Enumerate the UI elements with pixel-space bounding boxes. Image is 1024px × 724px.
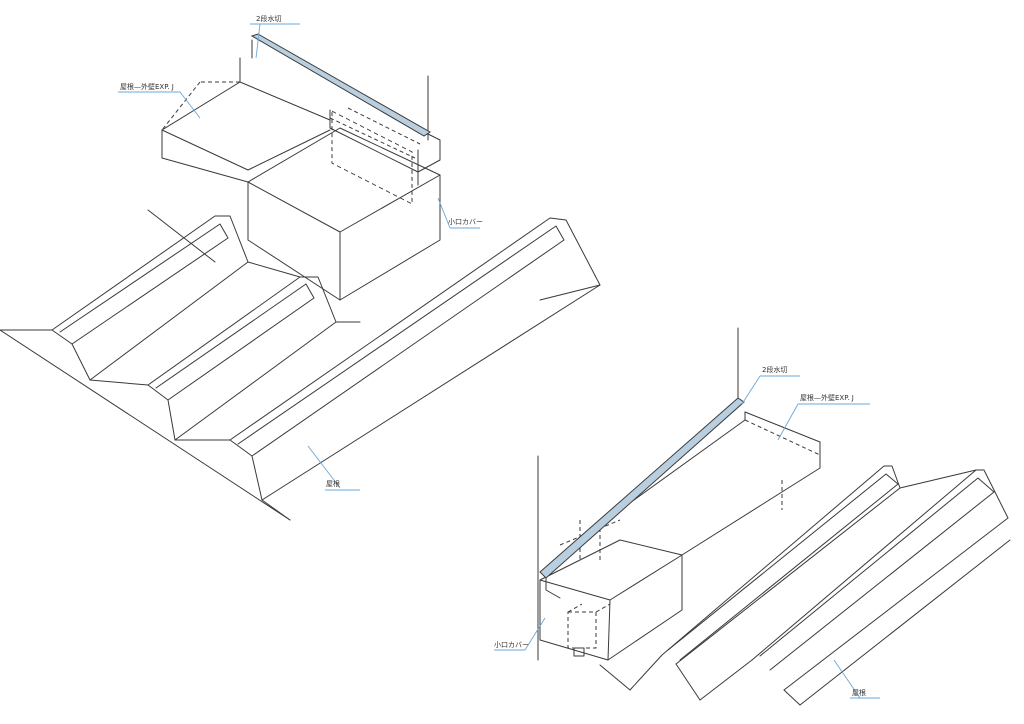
bot-expj-label: 屋根—外壁EXP. J — [800, 393, 854, 402]
bot-flashing-strip — [539, 397, 745, 579]
top-main-block — [247, 127, 441, 301]
bot-annotations: 2段水切 屋根—外壁EXP. J 小口カバー 屋根 — [494, 365, 880, 699]
bot-front-block — [539, 519, 683, 661]
bot-flashing-label: 2段水切 — [762, 365, 787, 374]
top-detail: 2段水切 屋根—外壁EXP. J 小口カバー 屋根 — [0, 14, 601, 521]
top-roof-ribs — [0, 209, 601, 521]
top-flashing-label: 2段水切 — [256, 14, 281, 23]
bottom-detail: 2段水切 屋根—外壁EXP. J 小口カバー 屋根 — [494, 327, 1011, 706]
top-cover-label: 小口カバー — [448, 217, 483, 226]
top-cap — [329, 107, 441, 205]
bot-flashing-lip — [545, 577, 561, 599]
top-flashing-strip — [250, 33, 431, 137]
top-annotations: 2段水切 屋根—外壁EXP. J 小口カバー 屋根 — [118, 14, 483, 491]
top-expj-label: 屋根—外壁EXP. J — [120, 82, 174, 91]
bot-cover-label: 小口カバー — [494, 640, 529, 649]
bot-roof-label: 屋根 — [852, 688, 866, 697]
top-roof-label: 屋根 — [326, 479, 340, 488]
top-expj-box — [161, 57, 331, 183]
bot-expj-box — [619, 411, 821, 606]
bot-roof-ribs — [599, 465, 1011, 706]
